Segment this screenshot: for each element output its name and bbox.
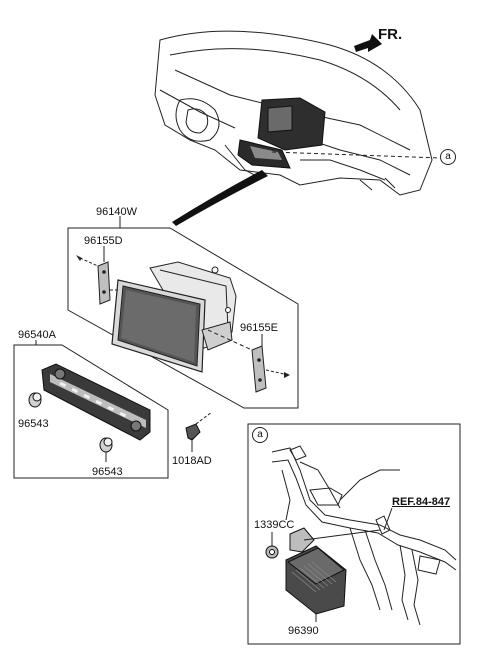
- audio-assembly-frame: [67, 227, 299, 409]
- knob-right-icon: [99, 437, 113, 453]
- part-number-96155D: 96155D: [84, 235, 123, 247]
- bracket-left: [76, 246, 111, 305]
- part-number-1339CC: 1339CC: [254, 519, 295, 531]
- assembly-dash-right: [207, 329, 253, 351]
- amplifier-module: [285, 527, 347, 615]
- part-number-96155E: 96155E: [240, 322, 278, 334]
- part-number-96140W: 96140W: [96, 206, 137, 218]
- part-number-96543-left: 96543: [18, 418, 49, 430]
- detail-marker-box: a: [252, 427, 268, 443]
- knob-left-icon: [28, 392, 42, 408]
- reference-label: REF.84-847: [392, 496, 451, 508]
- leader-module-to-ref: [303, 529, 381, 541]
- part-number-96540A: 96540A: [18, 329, 56, 341]
- part-number-96543-right: 96543: [92, 466, 123, 478]
- swoosh-arrow: [172, 170, 268, 226]
- bracket-right: [251, 334, 290, 393]
- leader-line-a: [271, 151, 441, 159]
- nut-icon: [265, 545, 279, 559]
- heater-control-frame: [13, 344, 169, 479]
- heater-control-panel: [41, 363, 151, 441]
- front-label: FR.: [378, 26, 403, 43]
- screw-icon: [185, 411, 213, 452]
- leader-ref: [383, 507, 393, 531]
- part-number-96390: 96390: [288, 625, 319, 637]
- front-arrow-icon: [354, 34, 382, 52]
- dash-head-unit: [237, 97, 326, 169]
- detail-a-frame: [247, 423, 461, 645]
- crossmember-illustration: [271, 445, 457, 626]
- av-head-unit: [111, 261, 237, 373]
- part-number-1018AD: 1018AD: [172, 455, 212, 467]
- detail-marker-top: a: [440, 149, 456, 165]
